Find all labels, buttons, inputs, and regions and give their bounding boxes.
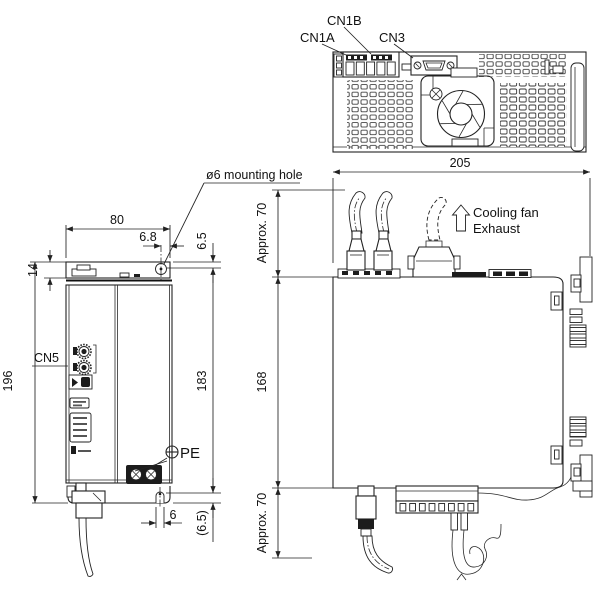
cn5-connector xyxy=(73,343,97,376)
dim-width: 80 xyxy=(110,213,124,227)
dim-top-clear: Approx. 70 xyxy=(255,203,269,264)
top-view-labels: CN1A CN1B CN3 xyxy=(300,13,414,59)
cooling-fan xyxy=(420,67,495,147)
exhaust-label: Exhaust xyxy=(473,221,520,236)
dim-top-offset: 6.5 xyxy=(195,232,209,249)
side-body xyxy=(332,276,564,489)
front-top-flange xyxy=(65,261,171,279)
pe-callout: PE xyxy=(134,445,200,472)
front-panel-labels xyxy=(69,397,92,454)
cn3-connector-top xyxy=(410,55,458,76)
cn5-label: CN5 xyxy=(34,351,59,365)
cn1a-label: CN1A xyxy=(300,30,335,45)
dim-height: 196 xyxy=(1,371,15,392)
vent-grid-left xyxy=(347,80,413,149)
front-dimensions: 80 6.8 14 196 6.5 183 (6.5) 6 xyxy=(1,168,303,542)
top-view-outline xyxy=(332,51,587,153)
dim-pitch: 183 xyxy=(195,371,209,392)
cn1b-label: CN1B xyxy=(327,13,362,28)
dim-depth: 205 xyxy=(450,156,471,170)
dim-bottom-clear: Approx. 70 xyxy=(255,493,269,554)
up-arrow-icon xyxy=(451,204,471,232)
dim-body-depth: 168 xyxy=(255,372,269,393)
side-view: Cooling fan Exhaust xyxy=(332,191,593,581)
cable-boot-2 xyxy=(373,191,393,271)
vent-grid-right xyxy=(500,83,567,147)
top-edge-strip xyxy=(452,272,486,278)
mounting-hole-label: ø6 mounting hole xyxy=(206,168,303,182)
cable-boot-1 xyxy=(346,191,366,271)
dim-bottom-offset: (6.5) xyxy=(195,510,209,536)
side-dimensions: 205 Approx. 70 168 Approx. 70 xyxy=(255,156,591,559)
caret-mark xyxy=(456,573,467,581)
cooling-fan-label: Cooling fan xyxy=(473,205,539,220)
pe-label: PE xyxy=(180,445,200,462)
dim-hole-offset: 6.8 xyxy=(139,230,156,244)
side-cn3-plug xyxy=(407,197,461,278)
vent-grid-top xyxy=(479,54,567,77)
front-bottom-cable xyxy=(71,482,106,577)
flange-handle xyxy=(71,264,97,277)
din-bar-top xyxy=(570,62,585,152)
pe-terminal xyxy=(126,465,162,484)
front-body xyxy=(65,284,173,484)
fan-rotor xyxy=(436,89,486,139)
dim-slot: 6 xyxy=(170,508,177,522)
side-bottom-cable xyxy=(355,485,393,574)
cn3-label: CN3 xyxy=(379,30,405,45)
front-view xyxy=(65,245,173,577)
side-bottom-terminal xyxy=(395,469,574,581)
front-panel-connector xyxy=(68,374,93,390)
side-top-connectors xyxy=(337,191,401,279)
mounting-bracket xyxy=(550,256,593,498)
top-view xyxy=(332,51,587,153)
dim-flange: 14 xyxy=(26,263,40,277)
cooling-fan-callout: Cooling fan Exhaust xyxy=(451,204,539,236)
top-right-details xyxy=(544,59,585,152)
cn1-connector-block xyxy=(342,51,400,78)
